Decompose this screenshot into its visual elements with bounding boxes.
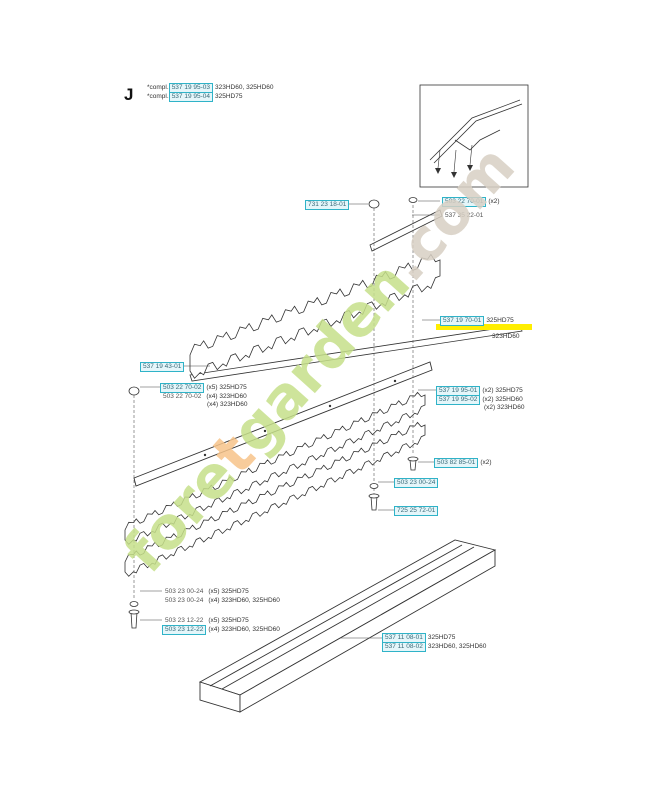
part-number[interactable]: 537 19 95-04 bbox=[168, 92, 213, 102]
models: 323HD60 bbox=[219, 393, 247, 400]
nut-left bbox=[128, 386, 140, 396]
washer-left bbox=[129, 601, 139, 607]
callout-c6b: 503 22 70-02 (x4) 323HD60 bbox=[160, 392, 247, 402]
callout-c12b: 503 23 12-22(x4) 323HD60, 325HD60 bbox=[162, 625, 280, 635]
qty: (x2) bbox=[482, 387, 494, 394]
models: 325HD75 bbox=[219, 384, 247, 391]
part-number[interactable]: 503 23 12-22 bbox=[162, 625, 207, 635]
callout-c6a: 503 22 70-02(x5) 325HD75 bbox=[160, 383, 247, 393]
qty: (x2) bbox=[480, 459, 492, 466]
guide-plate bbox=[189, 209, 523, 382]
part-number[interactable]: 731 23 18-01 bbox=[305, 200, 350, 210]
part-number[interactable]: 503 22 70-01 bbox=[442, 197, 487, 207]
part-number[interactable]: 503 22 70-02 bbox=[160, 383, 205, 393]
callout-c3: 537 35 22-01 bbox=[442, 211, 488, 221]
lower-blades bbox=[124, 391, 426, 577]
callout-c2: 503 22 70-01(x2) bbox=[442, 197, 500, 207]
inset-detail bbox=[419, 84, 529, 188]
models: 325HD75 bbox=[221, 617, 249, 624]
qty: (x5) bbox=[206, 384, 218, 391]
qty: (x4) bbox=[206, 393, 218, 400]
callout-c8: 503 82 85-01(x2) bbox=[434, 458, 492, 468]
qty: (x2) bbox=[482, 396, 494, 403]
washer-top bbox=[408, 197, 418, 203]
blade-cover bbox=[198, 539, 497, 713]
callout-c1: 731 23 18-01 bbox=[305, 200, 351, 210]
models: 325HD60 bbox=[495, 396, 523, 403]
highlight-bar bbox=[436, 324, 532, 330]
callout-c10: 725 25 72-01 bbox=[394, 506, 440, 516]
axis-lines bbox=[133, 205, 414, 600]
part-number[interactable]: 537 11 08-02 bbox=[382, 642, 426, 652]
washer-right bbox=[369, 483, 379, 489]
callout-c7b: 537 19 95-02(x2) 325HD60 bbox=[436, 395, 523, 405]
nut-top bbox=[368, 199, 380, 209]
part-number[interactable]: 503 23 12-22 bbox=[165, 617, 204, 624]
callout-c11b: 503 23 00-24 (x4) 323HD60, 325HD60 bbox=[162, 596, 280, 606]
header-prefix: *compl. bbox=[147, 84, 169, 91]
callout-c7c: (x2) 323HD60 bbox=[484, 404, 525, 411]
part-number[interactable]: 503 82 85-01 bbox=[434, 458, 479, 468]
callout-c6c: (x4) 323HD60 bbox=[207, 401, 248, 408]
part-number[interactable]: 503 23 00-24 bbox=[165, 588, 204, 595]
part-number[interactable]: 537 35 22-01 bbox=[445, 212, 484, 219]
section-letter: J bbox=[124, 85, 134, 104]
models: 323HD60, 325HD60 bbox=[221, 597, 280, 604]
callout-c11a: 503 23 00-24 (x5) 325HD75 bbox=[162, 587, 249, 597]
callout-c12a: 503 23 12-22 (x5) 325HD75 bbox=[162, 616, 249, 626]
callout-c5: 537 19 43-01 bbox=[140, 362, 186, 372]
header-models: 323HD60, 325HD60 bbox=[215, 84, 274, 91]
qty: (x5) bbox=[208, 588, 220, 595]
part-number[interactable]: 537 19 43-01 bbox=[140, 362, 185, 372]
header-models: 325HD75 bbox=[215, 93, 243, 100]
models: 325HD75 bbox=[495, 387, 523, 394]
qty: (x4) bbox=[208, 597, 220, 604]
qty: (x5) bbox=[208, 617, 220, 624]
leader-lines bbox=[140, 200, 440, 639]
part-number[interactable]: 537 19 95-02 bbox=[436, 395, 481, 405]
qty: (x2) bbox=[488, 198, 500, 205]
part-number[interactable]: 725 25 72-01 bbox=[394, 506, 439, 516]
models: 325HD75 bbox=[486, 317, 514, 324]
models: 323HD60, 325HD60 bbox=[221, 626, 280, 633]
header-prefix: *compl. bbox=[147, 93, 169, 100]
part-number[interactable]: 503 23 00-24 bbox=[165, 597, 204, 604]
support-bar bbox=[133, 361, 433, 487]
bolt-right bbox=[409, 459, 417, 471]
part-number[interactable]: 503 22 70-02 bbox=[163, 393, 202, 400]
screw-left bbox=[130, 611, 138, 629]
qty: (x4) bbox=[208, 626, 220, 633]
models: 325HD75 bbox=[427, 634, 456, 641]
callout-c9: 503 23 00-24 bbox=[394, 478, 440, 488]
models: 323HD60, 325HD60 bbox=[427, 643, 487, 650]
part-number[interactable]: 537 19 70-01 bbox=[440, 316, 485, 326]
part-number[interactable]: 503 23 00-24 bbox=[394, 478, 439, 488]
models: 325HD75 bbox=[221, 588, 249, 595]
callout-c4b: 323HD60 bbox=[492, 333, 520, 340]
fasteners bbox=[128, 197, 419, 629]
upper-blade bbox=[189, 253, 441, 379]
